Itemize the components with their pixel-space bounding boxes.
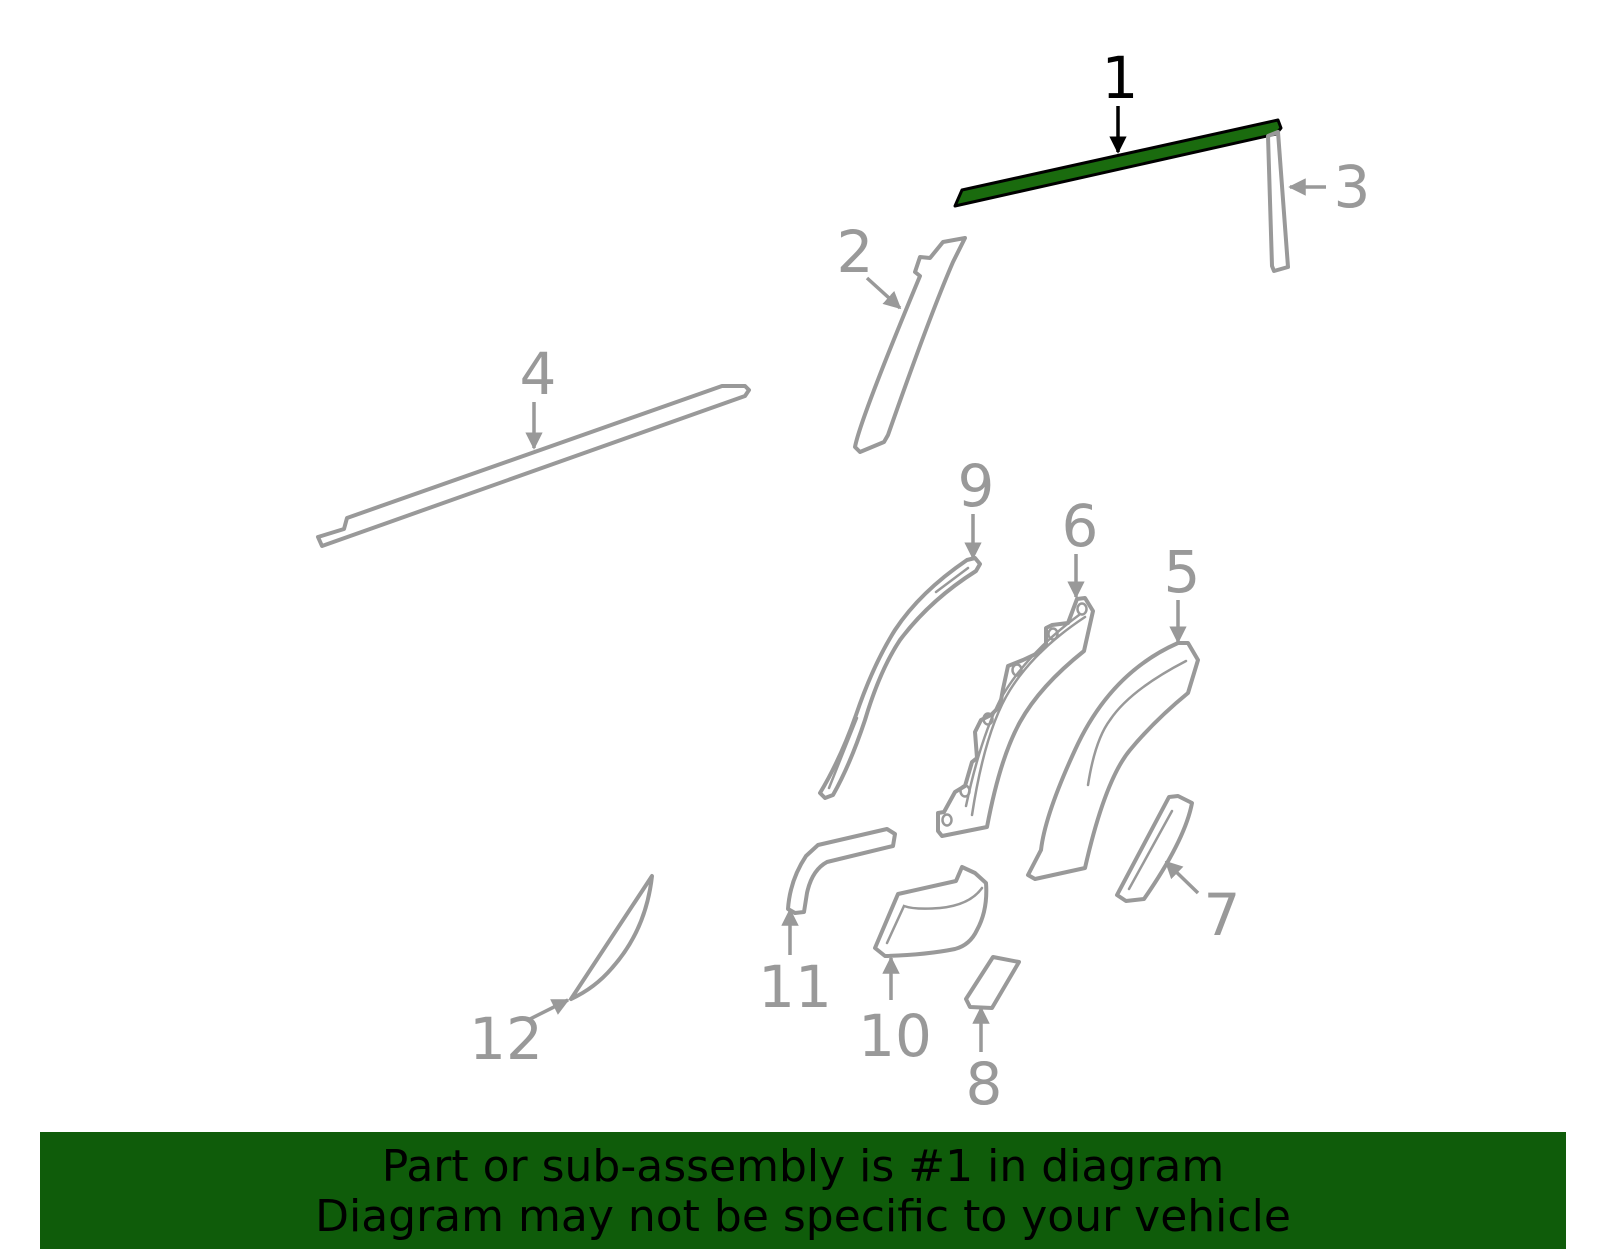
part-2-pillar-molding[interactable] (853, 236, 967, 454)
callout-8: 8 (966, 1050, 1003, 1118)
callout-11: 11 (758, 953, 832, 1021)
callout-2: 2 (837, 218, 874, 286)
disclaimer-banner: Part or sub-assembly is #1 in diagram Di… (40, 1132, 1566, 1249)
part-9-front-arch-molding[interactable] (818, 556, 982, 800)
leader-7 (1164, 860, 1200, 895)
banner-line-part-number: Part or sub-assembly is #1 in diagram (381, 1141, 1225, 1192)
part-4-belt-molding[interactable] (316, 384, 751, 548)
part-6-retainer-bracket[interactable] (936, 596, 1095, 838)
part-8-small-bracket[interactable] (964, 955, 1021, 1010)
callout-5: 5 (1164, 538, 1201, 606)
part-3-rear-pillar-molding[interactable] (1266, 130, 1290, 273)
callout-7: 7 (1204, 881, 1241, 949)
callout-4: 4 (520, 340, 557, 408)
callout-10: 10 (858, 1002, 932, 1070)
part-5-wheel-opening-molding[interactable] (1026, 641, 1200, 881)
callout-6: 6 (1062, 492, 1099, 560)
part-7-lower-molding[interactable] (1115, 794, 1194, 903)
leader-2 (865, 276, 902, 310)
callout-9: 9 (958, 452, 995, 520)
banner-line-disclaimer: Diagram may not be specific to your vehi… (315, 1191, 1291, 1242)
callout-12: 12 (469, 1005, 543, 1073)
leader-12 (527, 998, 570, 1022)
callout-3: 3 (1334, 153, 1371, 221)
callout-1: 1 (1102, 44, 1139, 112)
part-12-splash-strip[interactable] (569, 874, 654, 1001)
part-10-end-cap[interactable] (873, 865, 989, 958)
part-11-rocker-end[interactable] (786, 827, 897, 915)
